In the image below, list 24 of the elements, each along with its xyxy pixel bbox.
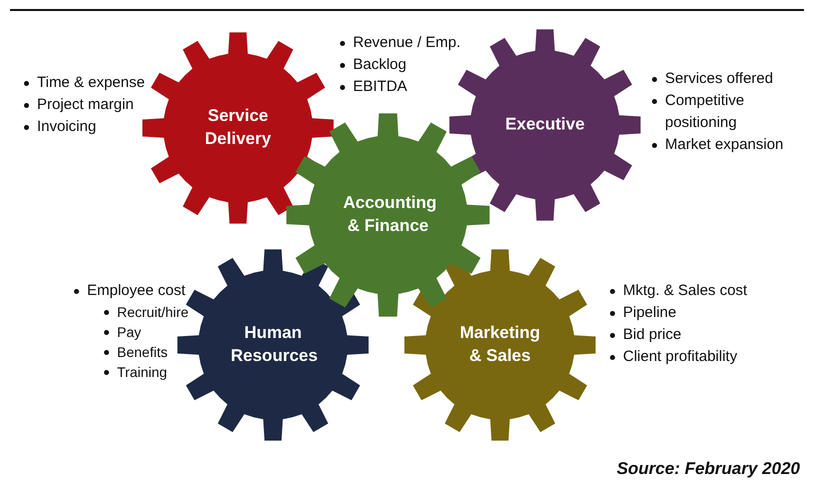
bullet-text: Backlog [353,55,406,75]
bullet-text: Invoicing [37,117,96,137]
bullet-text: Market expansion [665,135,784,155]
bullet-text: Project margin [37,95,134,115]
gear-label: Accounting & Finance [342,192,438,237]
bullet-text: Competitive positioning [665,91,746,133]
bullet-text: Time & expense [37,73,145,93]
bullet-text: Client profitability [623,347,738,367]
gear-label: Service Delivery [204,105,272,150]
bullet-text: Mktg. & Sales cost [623,281,748,301]
bullet-text: Recruit/hire [117,303,189,322]
bullet-text: Benefits [117,343,168,362]
bullet-text: Training [117,363,168,382]
bullet-text: Pay [117,323,142,342]
gear-label: Human Resources [230,322,319,367]
gear-label: Executive [504,114,586,136]
bullet-text: Employee cost [87,281,186,301]
gear-label: Marketing & Sales [458,322,542,367]
bullet-text: Bid price [623,325,682,345]
bullet-text: EBITDA [353,77,408,97]
bullet-text: Pipeline [623,303,676,323]
bullet-text: Services offered [665,69,774,89]
source-caption: Source: February 2020 [616,459,800,479]
bullet-text: Revenue / Emp. [353,33,461,53]
